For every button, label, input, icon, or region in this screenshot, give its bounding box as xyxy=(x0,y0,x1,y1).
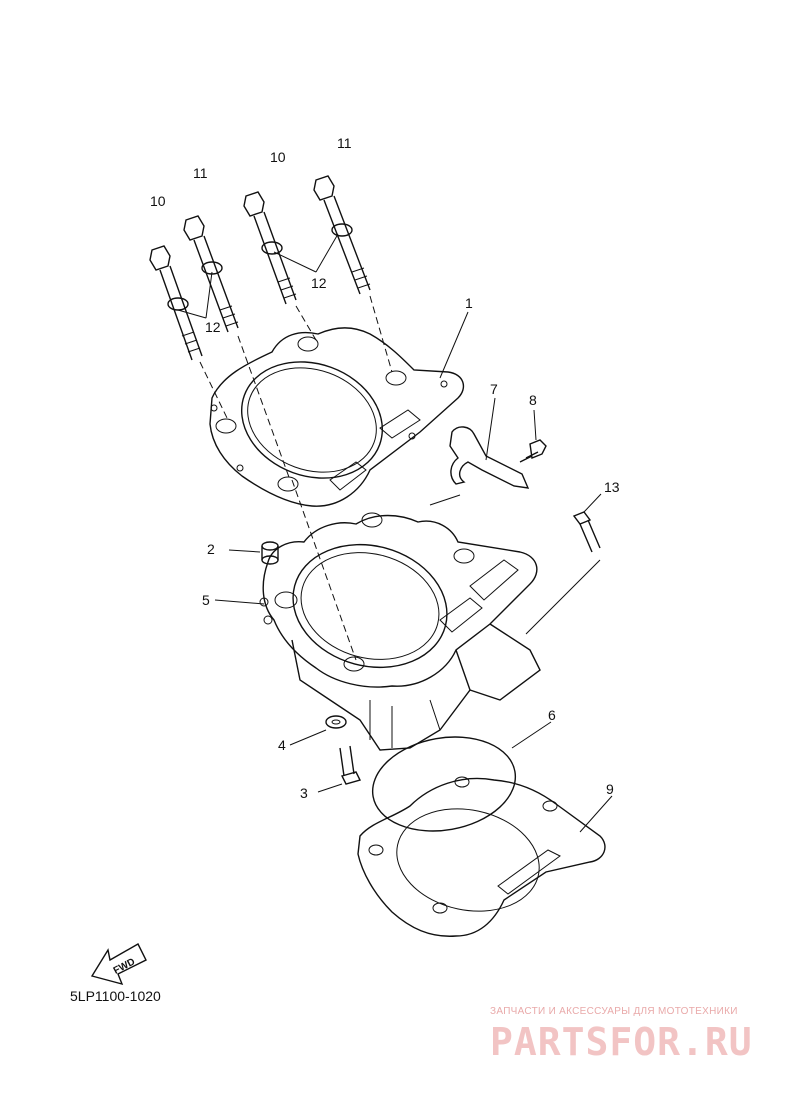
cylinder-block[interactable] xyxy=(259,512,541,751)
head-gasket[interactable] xyxy=(209,327,465,507)
washer-12-group[interactable] xyxy=(167,223,353,311)
washer-4[interactable] xyxy=(325,715,347,729)
callout-2: 2 xyxy=(207,541,215,557)
callout-6: 6 xyxy=(548,707,556,723)
callout-11-right: 11 xyxy=(337,135,352,151)
fwd-arrow-icon: FWD xyxy=(90,943,147,986)
base-gasket-9[interactable] xyxy=(357,776,606,937)
bolt-11-right[interactable] xyxy=(313,175,371,295)
bracket-7[interactable] xyxy=(449,426,530,489)
bolt-8[interactable] xyxy=(519,439,547,463)
bolt-10-right[interactable] xyxy=(243,191,297,305)
callout-12-left: 12 xyxy=(205,319,221,335)
callout-11-left: 11 xyxy=(193,165,208,181)
watermark-brand: PARTSFOR.RU xyxy=(490,1020,753,1064)
callout-3: 3 xyxy=(300,785,308,801)
fwd-label: FWD xyxy=(112,956,137,976)
bolt-path-dashed xyxy=(199,295,393,661)
dowel-pin-2[interactable] xyxy=(261,541,279,565)
leader-lines xyxy=(177,233,613,833)
callout-7: 7 xyxy=(490,381,498,397)
bolt-13[interactable] xyxy=(572,511,601,553)
callout-13: 13 xyxy=(604,479,620,495)
callout-8: 8 xyxy=(529,392,537,408)
callout-5: 5 xyxy=(202,592,210,608)
callout-4: 4 xyxy=(278,737,286,753)
callout-10-right: 10 xyxy=(270,149,286,165)
callout-1: 1 xyxy=(465,295,473,311)
bolt-11-left[interactable] xyxy=(183,215,239,333)
callout-10-left: 10 xyxy=(150,193,166,209)
bolt-10-left[interactable] xyxy=(149,245,203,361)
watermark-tagline: ЗАПЧАСТИ И АКСЕССУАРЫ ДЛЯ МОТОТЕХНИКИ xyxy=(490,1006,738,1017)
diagram-code: 5LP1100-1020 xyxy=(70,988,161,1004)
o-ring-6[interactable] xyxy=(365,726,523,842)
stud-3[interactable] xyxy=(339,745,362,785)
callout-12-right: 12 xyxy=(311,275,327,291)
callout-9: 9 xyxy=(606,781,614,797)
